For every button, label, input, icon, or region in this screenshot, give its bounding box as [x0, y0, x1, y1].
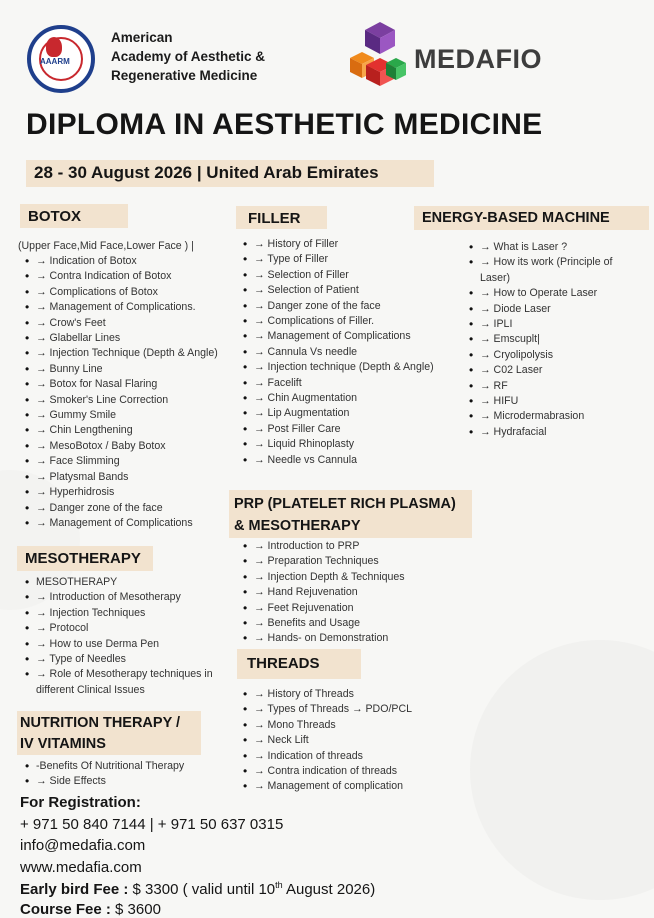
list-item: → How to use Derma Pen — [20, 637, 235, 653]
list-item: → Lip Augmentation — [238, 406, 468, 422]
list-item: → Chin Lengthening — [20, 423, 230, 439]
energy-list: → What is Laser ? → How its work (Princi… — [464, 240, 634, 441]
list-item: → Chin Augmentation — [238, 391, 468, 407]
list-item: → Side Effects — [20, 774, 230, 790]
list-item: → Management of complication — [238, 779, 468, 795]
list-item: → HIFU — [464, 394, 634, 410]
list-item: → Cannula Vs needle — [238, 345, 468, 361]
list-item: → Danger zone of the face — [238, 299, 468, 315]
list-item: → Platysmal Bands — [20, 470, 230, 486]
website-link[interactable]: www.medafia.com — [20, 859, 142, 876]
list-item: → Type of Filler — [238, 252, 468, 268]
list-item: → How to Operate Laser — [464, 286, 634, 302]
section-header-energy: ENERGY-BASED MACHINE — [414, 206, 649, 230]
list-item: → Danger zone of the face — [20, 501, 230, 517]
section-header-nutrition: NUTRITION THERAPY / IV VITAMINS — [17, 711, 201, 755]
list-item: → IPLI — [464, 317, 634, 333]
date-location: 28 - 30 August 2026 | United Arab Emirat… — [34, 163, 379, 182]
list-item: → Contra Indication of Botox — [20, 269, 230, 285]
date-band — [26, 160, 434, 187]
brand-name: MEDAFIO — [414, 44, 542, 74]
list-item: → Microdermabrasion — [464, 409, 634, 425]
list-item: → Management of Complications. — [20, 300, 230, 316]
list-item: → History of Filler — [238, 237, 468, 253]
list-item: → Post Filler Care — [238, 422, 468, 438]
list-item: → Contra indication of threads — [238, 764, 468, 780]
nutrition-list: -Benefits Of Nutritional Therapy → Side … — [20, 759, 230, 790]
list-item: → Types of Threads → PDO/PCL — [238, 702, 468, 718]
email-link[interactable]: info@medafia.com — [20, 837, 146, 854]
list-item: → Injection Technique (Depth & Angle) — [20, 346, 230, 362]
list-item: → What is Laser ? — [464, 240, 634, 256]
list-item: → Facelift — [238, 376, 468, 392]
list-item: → Indication of threads — [238, 749, 468, 765]
list-item: → Cryolipolysis — [464, 348, 634, 364]
list-item: → Introduction of Mesotherapy — [20, 590, 235, 606]
list-item: → Injection Techniques — [20, 606, 235, 622]
section-header-threads: THREADS — [237, 649, 361, 679]
list-item: → Indication of Botox — [20, 254, 230, 270]
logo-text: AAARM — [40, 57, 70, 66]
list-item: → Glabellar Lines — [20, 331, 230, 347]
list-item: → Complications of Botox — [20, 285, 230, 301]
list-item: → Diode Laser — [464, 302, 634, 318]
page-title: DIPLOMA IN AESTHETIC MEDICINE — [26, 108, 543, 141]
list-item: → Injection Depth & Techniques — [238, 570, 468, 586]
list-item: → Mono Threads — [238, 718, 468, 734]
list-item: → Selection of Filler — [238, 268, 468, 284]
list-item: → Management of Complications — [238, 329, 468, 345]
section-header-prp: PRP (PLATELET RICH PLASMA) & MESOTHERAPY — [229, 490, 472, 538]
list-item: → Hands- on Demonstration — [238, 631, 468, 647]
list-item: → Type of Needles — [20, 652, 235, 668]
list-item: → Hyperhidrosis — [20, 485, 230, 501]
section-header-mesotherapy: MESOTHERAPY — [17, 546, 153, 571]
background-decoration — [470, 640, 654, 900]
early-bird-fee: Early bird Fee : $ 3300 ( valid until 10… — [20, 880, 376, 898]
botox-intro: (Upper Face,Mid Face,Lower Face ) | — [18, 240, 194, 252]
section-header-filler: FILLER — [236, 206, 327, 229]
list-item: → Hand Rejuvenation — [238, 585, 468, 601]
list-item: → Liquid Rhinoplasty — [238, 437, 468, 453]
list-item: → Neck Lift — [238, 733, 468, 749]
list-item: → RF — [464, 379, 634, 395]
botox-list: → Indication of Botox → Contra Indicatio… — [20, 254, 230, 532]
registration-label: For Registration: — [20, 794, 141, 811]
list-item: → Needle vs Cannula — [238, 453, 468, 469]
list-item: → History of Threads — [238, 687, 468, 703]
list-item: → Smoker's Line Correction — [20, 393, 230, 409]
list-item: → Bunny Line — [20, 362, 230, 378]
list-item: → MesoBotox / Baby Botox — [20, 439, 230, 455]
list-item: → Botox for Nasal Flaring — [20, 377, 230, 393]
list-item: → Protocol — [20, 621, 235, 637]
organization-name: American Academy of Aesthetic & Regenera… — [111, 30, 266, 83]
list-item: → Emscuplt| — [464, 332, 634, 348]
mesotherapy-list: MESOTHERAPY → Introduction of Mesotherap… — [20, 575, 235, 698]
section-header-botox: BOTOX — [20, 204, 128, 228]
list-item: → Role of Mesotherapy techniques in diff… — [20, 667, 235, 698]
medafio-cube-icon — [350, 22, 406, 86]
threads-list: → History of Threads → Types of Threads … — [238, 687, 468, 795]
list-item: → Complications of Filler. — [238, 314, 468, 330]
list-item: → Management of Complications — [20, 516, 230, 532]
list-item: → Selection of Patient — [238, 283, 468, 299]
list-item: → Gummy Smile — [20, 408, 230, 424]
filler-list: → History of Filler → Type of Filler → S… — [238, 237, 468, 469]
list-item: → How its work (Principle of Laser) — [464, 255, 634, 286]
list-item: → Introduction to PRP — [238, 539, 468, 555]
list-item: → Preparation Techniques — [238, 554, 468, 570]
list-item: MESOTHERAPY — [20, 575, 235, 591]
list-item: → Feet Rejuvenation — [238, 601, 468, 617]
list-item: → Crow's Feet — [20, 316, 230, 332]
academy-logo: AAARM — [27, 25, 95, 93]
list-item: → Face Slimming — [20, 454, 230, 470]
list-item: -Benefits Of Nutritional Therapy — [20, 759, 230, 775]
list-item: → C02 Laser — [464, 363, 634, 379]
phone-numbers: + 971 50 840 7144 | + 971 50 637 0315 — [20, 816, 284, 833]
list-item: → Benefits and Usage — [238, 616, 468, 632]
list-item: → Hydrafacial — [464, 425, 634, 441]
list-item: → Injection technique (Depth & Angle) — [238, 360, 468, 376]
prp-list: → Introduction to PRP → Preparation Tech… — [238, 539, 468, 647]
course-fee: Course Fee : $ 3600 — [20, 901, 161, 918]
